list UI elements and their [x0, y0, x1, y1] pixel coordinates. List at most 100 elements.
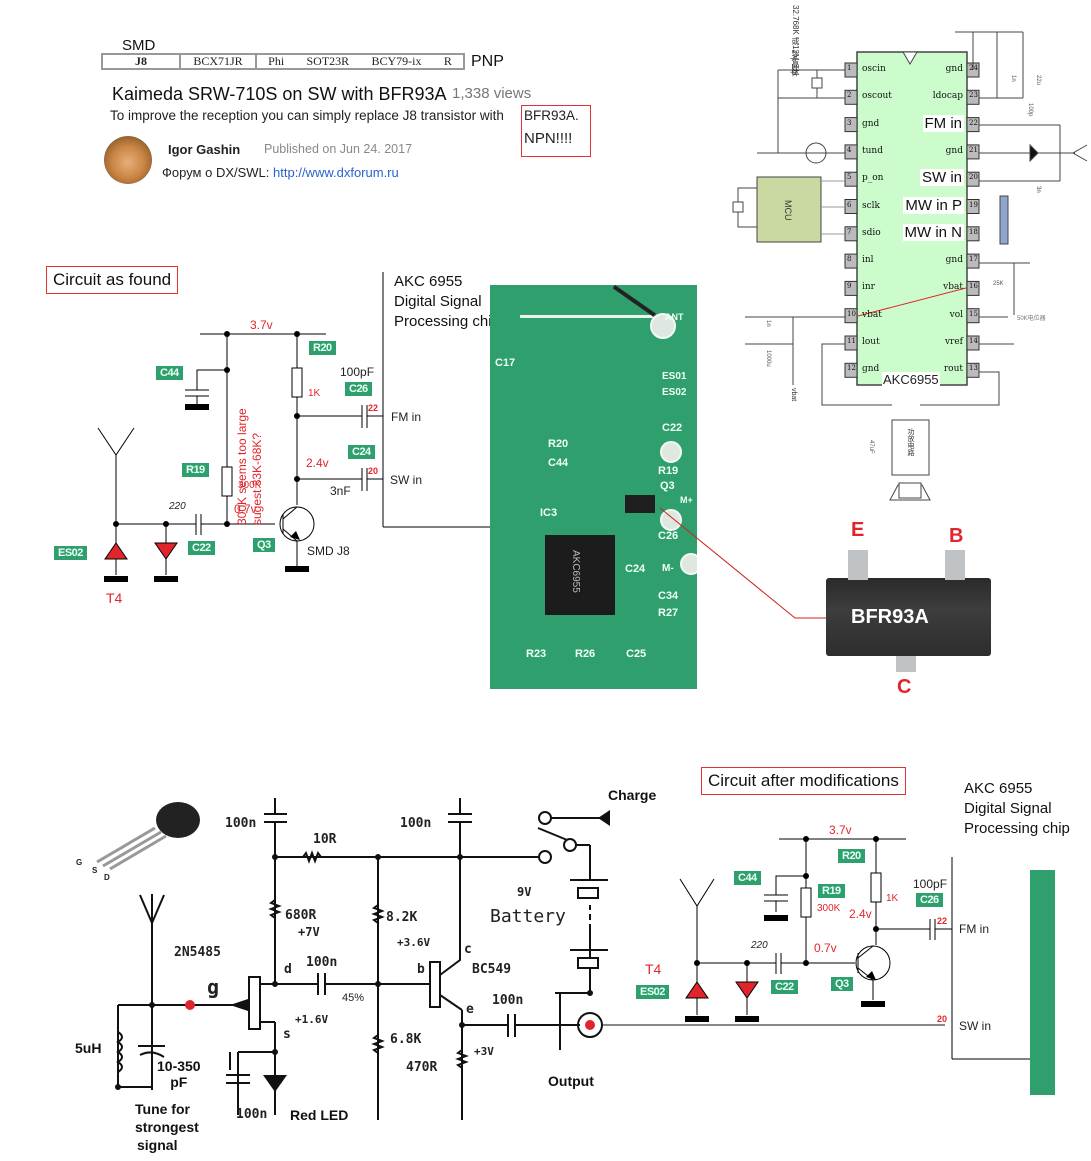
diode-icon	[735, 981, 759, 999]
pcb-label-c24: C24	[625, 563, 646, 575]
gate-label: g	[207, 975, 220, 999]
cap-1000u-label: 1000u	[765, 350, 771, 367]
pin-number: 12	[847, 364, 856, 373]
amp-label: 功放电路	[907, 428, 914, 456]
cap-3n-label: 3n	[1035, 186, 1041, 193]
pcb-label-c25: C25	[626, 648, 647, 660]
circuit-modified-chip-desc: AKC 6955 Digital Signal Processing chip	[964, 779, 1070, 839]
pin-c-lead	[896, 656, 916, 672]
diode-icon	[154, 542, 178, 560]
pin-name: inr	[862, 282, 875, 293]
pcb-label-q3: Q3	[660, 480, 675, 492]
pin-number: 24	[969, 64, 978, 72]
base-voltage: 0.7v	[234, 502, 257, 516]
pcb-label-c44: C44	[548, 457, 569, 469]
tag-c22: C22	[188, 541, 215, 555]
pin-number: 23	[969, 91, 978, 100]
chip-desc-line: Digital Signal	[394, 293, 482, 310]
pin-name: vol	[949, 309, 963, 320]
pin-name: vref	[944, 337, 963, 347]
pin-number: 2	[847, 91, 852, 100]
smd-package: SOT23R	[306, 54, 350, 68]
akc-chip-name: AKC6955	[882, 372, 940, 387]
pin-name: rout	[943, 364, 963, 375]
res-25k-label: 25K	[993, 281, 1004, 287]
pin-number: 17	[969, 255, 978, 264]
smd-code-table: J8 BCX71JR Phi SOT23R BCY79-ix R	[101, 53, 465, 70]
publish-date: Published on Jun 24. 2017	[264, 142, 413, 156]
pin-number: 10	[847, 309, 856, 318]
c26-value: 100pF	[340, 365, 375, 379]
pcb-label-c17: C17	[495, 357, 516, 369]
pcb-photo-strip	[1030, 870, 1055, 1095]
chip-desc-line: Digital Signal	[964, 800, 1052, 817]
pin-g-label: G	[76, 858, 83, 867]
pcb-label-c22: C22	[662, 422, 683, 434]
author-avatar[interactable]	[104, 136, 152, 184]
tag-es02: ES02	[54, 546, 87, 560]
tag-r20: R20	[309, 341, 336, 355]
cap-100p-label: 100p	[1027, 103, 1033, 117]
crystal-cap-label: 27p 22p	[790, 50, 797, 76]
video-title[interactable]: Kaimeda SRW-710S on SW with BFR93A	[112, 84, 447, 104]
pin-name: tund	[862, 145, 883, 156]
pcb-label-r26: R26	[575, 648, 596, 660]
tag-c26: C26	[345, 382, 372, 396]
pin-name: gnd	[862, 118, 880, 129]
r20-value: 1K	[308, 388, 321, 399]
cap-47uf-label: 47uF	[868, 440, 874, 454]
pcb-label-m-minus: M-	[662, 563, 674, 574]
right-wiring	[857, 31, 1075, 345]
pin-d-label: D	[104, 873, 110, 882]
pin-number: 14	[969, 337, 978, 345]
charge-label: Charge	[608, 787, 657, 803]
pcb-label-c26: C26	[658, 530, 679, 542]
pin-name: gnd	[945, 255, 963, 266]
sw-in-label: SW in	[390, 473, 423, 487]
bfr93a-package: BFR93A	[826, 578, 991, 656]
smd-label: SMD	[122, 37, 156, 54]
pcb-label-es02: ES02	[662, 387, 687, 398]
battery-voltage: 9V	[517, 885, 532, 899]
c24-value: 3nF	[330, 484, 351, 498]
smd-pinout: R	[443, 54, 452, 68]
tune-line: strongest	[135, 1119, 199, 1135]
output-jack-marker	[585, 1020, 595, 1030]
forum-link[interactable]: http://www.dxforum.ru	[273, 165, 399, 180]
supply-voltage: 3.7v	[250, 318, 273, 332]
pin-name: vbat	[862, 309, 882, 320]
pin-name: sclk	[862, 200, 880, 211]
circuit-found-title: Circuit as found	[46, 266, 179, 294]
pin1-notch-icon	[902, 51, 918, 65]
smd-cell-code: J8	[103, 54, 181, 68]
collector-voltage: 2.4v	[306, 456, 329, 470]
bfr93a-label: BFR93A	[851, 606, 929, 628]
pcb-label-r23: R23	[526, 648, 547, 660]
bjt-part: BC549	[472, 962, 512, 977]
pin-number: 6	[847, 200, 852, 209]
pin-e-lead	[848, 550, 868, 580]
pcb-label-c34: C34	[658, 590, 679, 602]
chip-desc-line: Processing chip	[964, 820, 1070, 837]
pin-fm-number: 22	[937, 916, 948, 926]
tag-c22: C22	[771, 980, 798, 994]
cap-out-value: 100n	[492, 993, 524, 1008]
fet-part: 2N5485	[174, 945, 221, 960]
r20-value: 1K	[886, 893, 899, 904]
emitter-voltage: +3V	[474, 1045, 494, 1058]
author-name[interactable]: Igor Gashin	[168, 142, 241, 157]
pcb-label-es01: ES01	[662, 371, 687, 382]
pin-fm-number: 22	[368, 403, 379, 413]
pin-number: 21	[969, 145, 978, 154]
percent-label: 45%	[342, 992, 365, 1004]
collector-voltage: 2.4v	[849, 907, 872, 921]
pin-name: ldocap	[932, 91, 963, 102]
var-cap-unit: pF	[170, 1074, 188, 1090]
bjt-base-label: b	[417, 962, 425, 977]
base-voltage-amp: +3.6V	[397, 936, 431, 949]
tag-c24: C24	[348, 445, 375, 459]
r19-value: 300K	[238, 480, 262, 491]
ic3-chip	[545, 535, 615, 615]
pcb-label-ant: ANT	[665, 312, 684, 322]
tag-c44: C44	[734, 871, 761, 885]
